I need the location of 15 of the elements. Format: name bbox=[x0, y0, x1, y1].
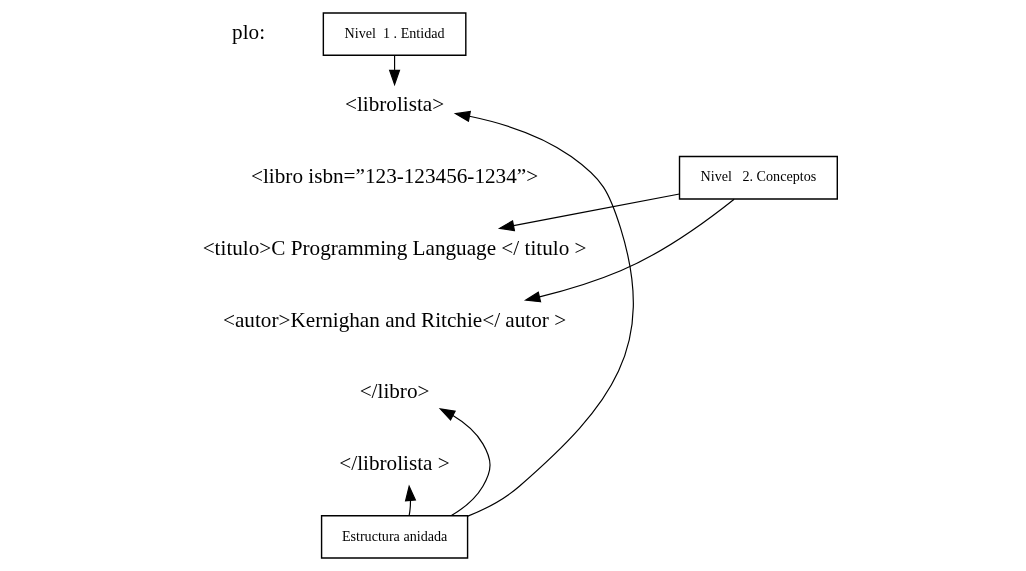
node-text: <autor>Kernighan and Ritchie</ autor > bbox=[222, 307, 566, 332]
node-text: </librolista > bbox=[338, 451, 450, 476]
arrow bbox=[404, 484, 416, 516]
arrow bbox=[497, 193, 680, 232]
arrow bbox=[438, 408, 491, 517]
node-text: <libro isbn=”123-123456-1234”> bbox=[250, 163, 538, 188]
node-box: Estructura anidada bbox=[320, 515, 468, 559]
node-box: Nivel 1 . Entidad bbox=[322, 12, 466, 56]
node-text: </libro> bbox=[359, 379, 429, 404]
arrow bbox=[453, 110, 634, 517]
arrow bbox=[523, 198, 735, 303]
node-box: Nivel 2. Conceptos bbox=[678, 155, 838, 200]
node-text: <titulo>C Programming Language </ titulo > bbox=[202, 235, 586, 260]
node-text: <librolista> bbox=[344, 92, 444, 117]
label: plo: bbox=[231, 20, 265, 45]
